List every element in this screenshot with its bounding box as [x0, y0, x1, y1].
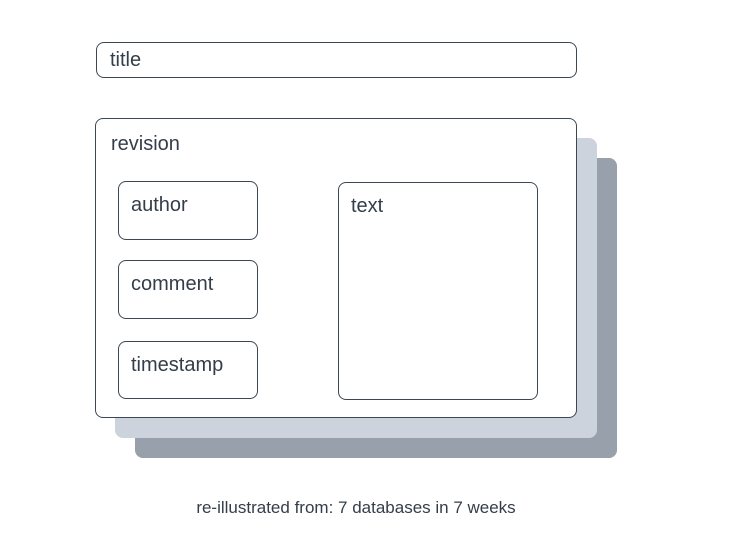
author-field-box: author — [118, 181, 258, 240]
revision-box: revision author comment timestamp text — [95, 118, 577, 418]
title-field-box: title — [96, 42, 577, 78]
comment-field-box: comment — [118, 260, 258, 319]
title-field-label: title — [110, 48, 142, 71]
timestamp-field-label: timestamp — [131, 354, 224, 376]
caption-text: re-illustrated from: 7 databases in 7 we… — [196, 498, 516, 517]
comment-field-label: comment — [131, 273, 214, 295]
timestamp-field-box: timestamp — [118, 341, 258, 399]
text-field-box: text — [338, 182, 538, 400]
text-field-label: text — [351, 195, 384, 217]
revision-label: revision — [111, 133, 180, 155]
caption-container: re-illustrated from: 7 databases in 7 we… — [0, 498, 712, 518]
author-field-label: author — [131, 194, 188, 216]
